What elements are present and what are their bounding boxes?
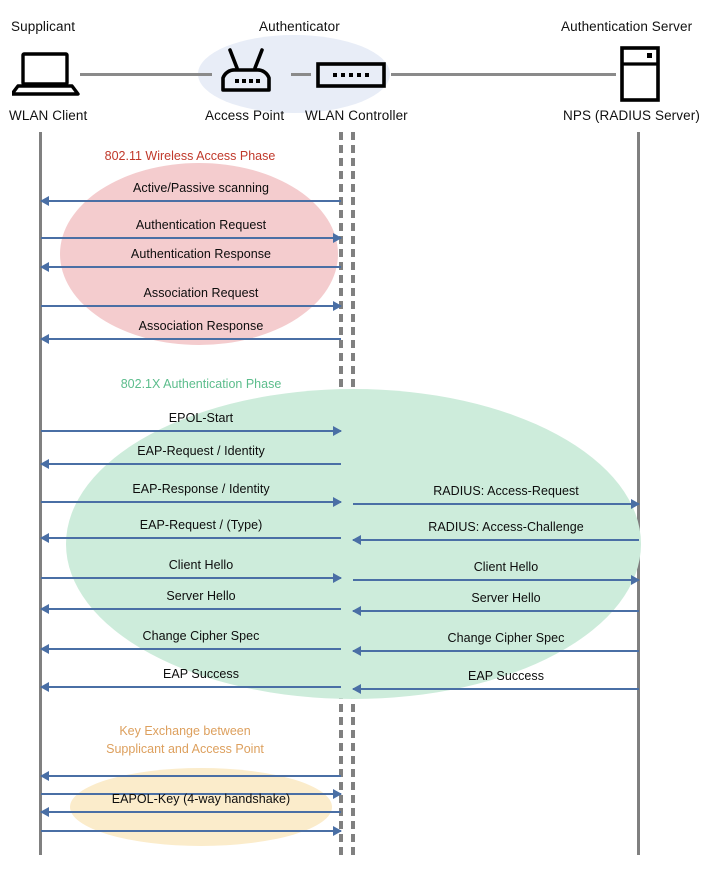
access-point-icon [215, 48, 277, 103]
message-line [41, 775, 341, 777]
wire-ap-to-controller [291, 73, 311, 76]
switch-icon [316, 62, 386, 93]
message-label: Active/Passive scanning [133, 181, 269, 195]
arrowhead-left-icon [40, 458, 49, 469]
lifeline-supplicant [39, 132, 42, 855]
message-label: Authentication Response [130, 247, 272, 261]
message-line [41, 237, 341, 239]
arrowhead-right-icon [333, 300, 342, 311]
phase-blob-key-exchange [70, 768, 332, 846]
arrowhead-right-icon [333, 232, 342, 243]
arrowhead-left-icon [40, 532, 49, 543]
message-line [353, 579, 639, 581]
node-label-wlan-controller: WLAN Controller [305, 108, 408, 123]
message-label: EAP-Request / Identity [137, 444, 265, 458]
message-label: Change Cipher Spec [142, 629, 260, 643]
message-line [41, 577, 341, 579]
message-label: Authentication Request [135, 218, 267, 232]
message-label: Server Hello [166, 589, 236, 603]
message-label: EAP-Request / (Type) [139, 518, 263, 532]
message-label: RADIUS: Access-Challenge [428, 520, 584, 534]
message-line [41, 537, 341, 539]
arrowhead-left-icon [40, 770, 49, 781]
role-title-authenticator: Authenticator [259, 19, 340, 34]
server-icon [620, 46, 660, 107]
message-line [41, 266, 341, 268]
phase-label-wireless-access: 802.11 Wireless Access Phase [104, 149, 276, 163]
phase-label-key-exchange-line1: Key Exchange between [119, 724, 251, 738]
message-label: RADIUS: Access-Request [433, 484, 579, 498]
arrowhead-left-icon [40, 261, 49, 272]
message-line [353, 610, 639, 612]
arrowhead-left-icon [352, 645, 361, 656]
role-title-authentication-server: Authentication Server [561, 19, 693, 34]
message-label: Server Hello [471, 591, 541, 605]
arrowhead-left-icon [40, 195, 49, 206]
message-label: EAP-Response / Identity [132, 482, 270, 496]
message-line [41, 463, 341, 465]
message-line [41, 430, 341, 432]
message-label: Client Hello [473, 560, 539, 574]
message-line [41, 338, 341, 340]
message-line [353, 688, 639, 690]
arrowhead-right-icon [631, 574, 640, 585]
laptop-icon [10, 52, 80, 101]
phase-label-8021x-auth: 802.1X Authentication Phase [120, 377, 282, 391]
wire-client-to-ap [80, 73, 212, 76]
arrowhead-right-icon [333, 425, 342, 436]
arrowhead-left-icon [352, 534, 361, 545]
message-line [41, 608, 341, 610]
arrowhead-left-icon [40, 603, 49, 614]
message-line [353, 650, 639, 652]
arrowhead-left-icon [40, 333, 49, 344]
phase-label-key-exchange-line2: Supplicant and Access Point [106, 742, 264, 756]
message-label: Association Response [138, 319, 264, 333]
phase-blob-wireless-access [60, 163, 338, 345]
arrowhead-left-icon [40, 643, 49, 654]
message-line [353, 539, 639, 541]
message-line [41, 305, 341, 307]
message-line [41, 793, 341, 795]
arrowhead-left-icon [352, 683, 361, 694]
arrowhead-right-icon [333, 825, 342, 836]
message-line [41, 648, 341, 650]
arrowhead-left-icon [40, 806, 49, 817]
message-label: Client Hello [168, 558, 234, 572]
message-line [41, 501, 341, 503]
lifeline-authentication-server [637, 132, 640, 855]
message-label: EAPOL-Key (4-way handshake) [111, 792, 291, 806]
message-label: Change Cipher Spec [447, 631, 565, 645]
node-label-access-point: Access Point [205, 108, 285, 123]
message-label: Association Request [143, 286, 259, 300]
message-label: EAP Success [162, 667, 240, 681]
arrowhead-right-icon [631, 498, 640, 509]
wire-controller-to-server [391, 73, 616, 76]
arrowhead-right-icon [333, 572, 342, 583]
message-line [353, 503, 639, 505]
message-label: EAP Success [467, 669, 545, 683]
message-line [41, 830, 341, 832]
arrowhead-right-icon [333, 788, 342, 799]
arrowhead-right-icon [333, 496, 342, 507]
role-title-supplicant: Supplicant [11, 19, 76, 34]
message-line [41, 200, 341, 202]
message-line [41, 686, 341, 688]
node-label-nps-radius-server: NPS (RADIUS Server) [563, 108, 700, 123]
node-label-wlan-client: WLAN Client [9, 108, 88, 123]
message-line [41, 811, 341, 813]
arrowhead-left-icon [352, 605, 361, 616]
message-label: EPOL-Start [168, 411, 234, 425]
arrowhead-left-icon [40, 681, 49, 692]
